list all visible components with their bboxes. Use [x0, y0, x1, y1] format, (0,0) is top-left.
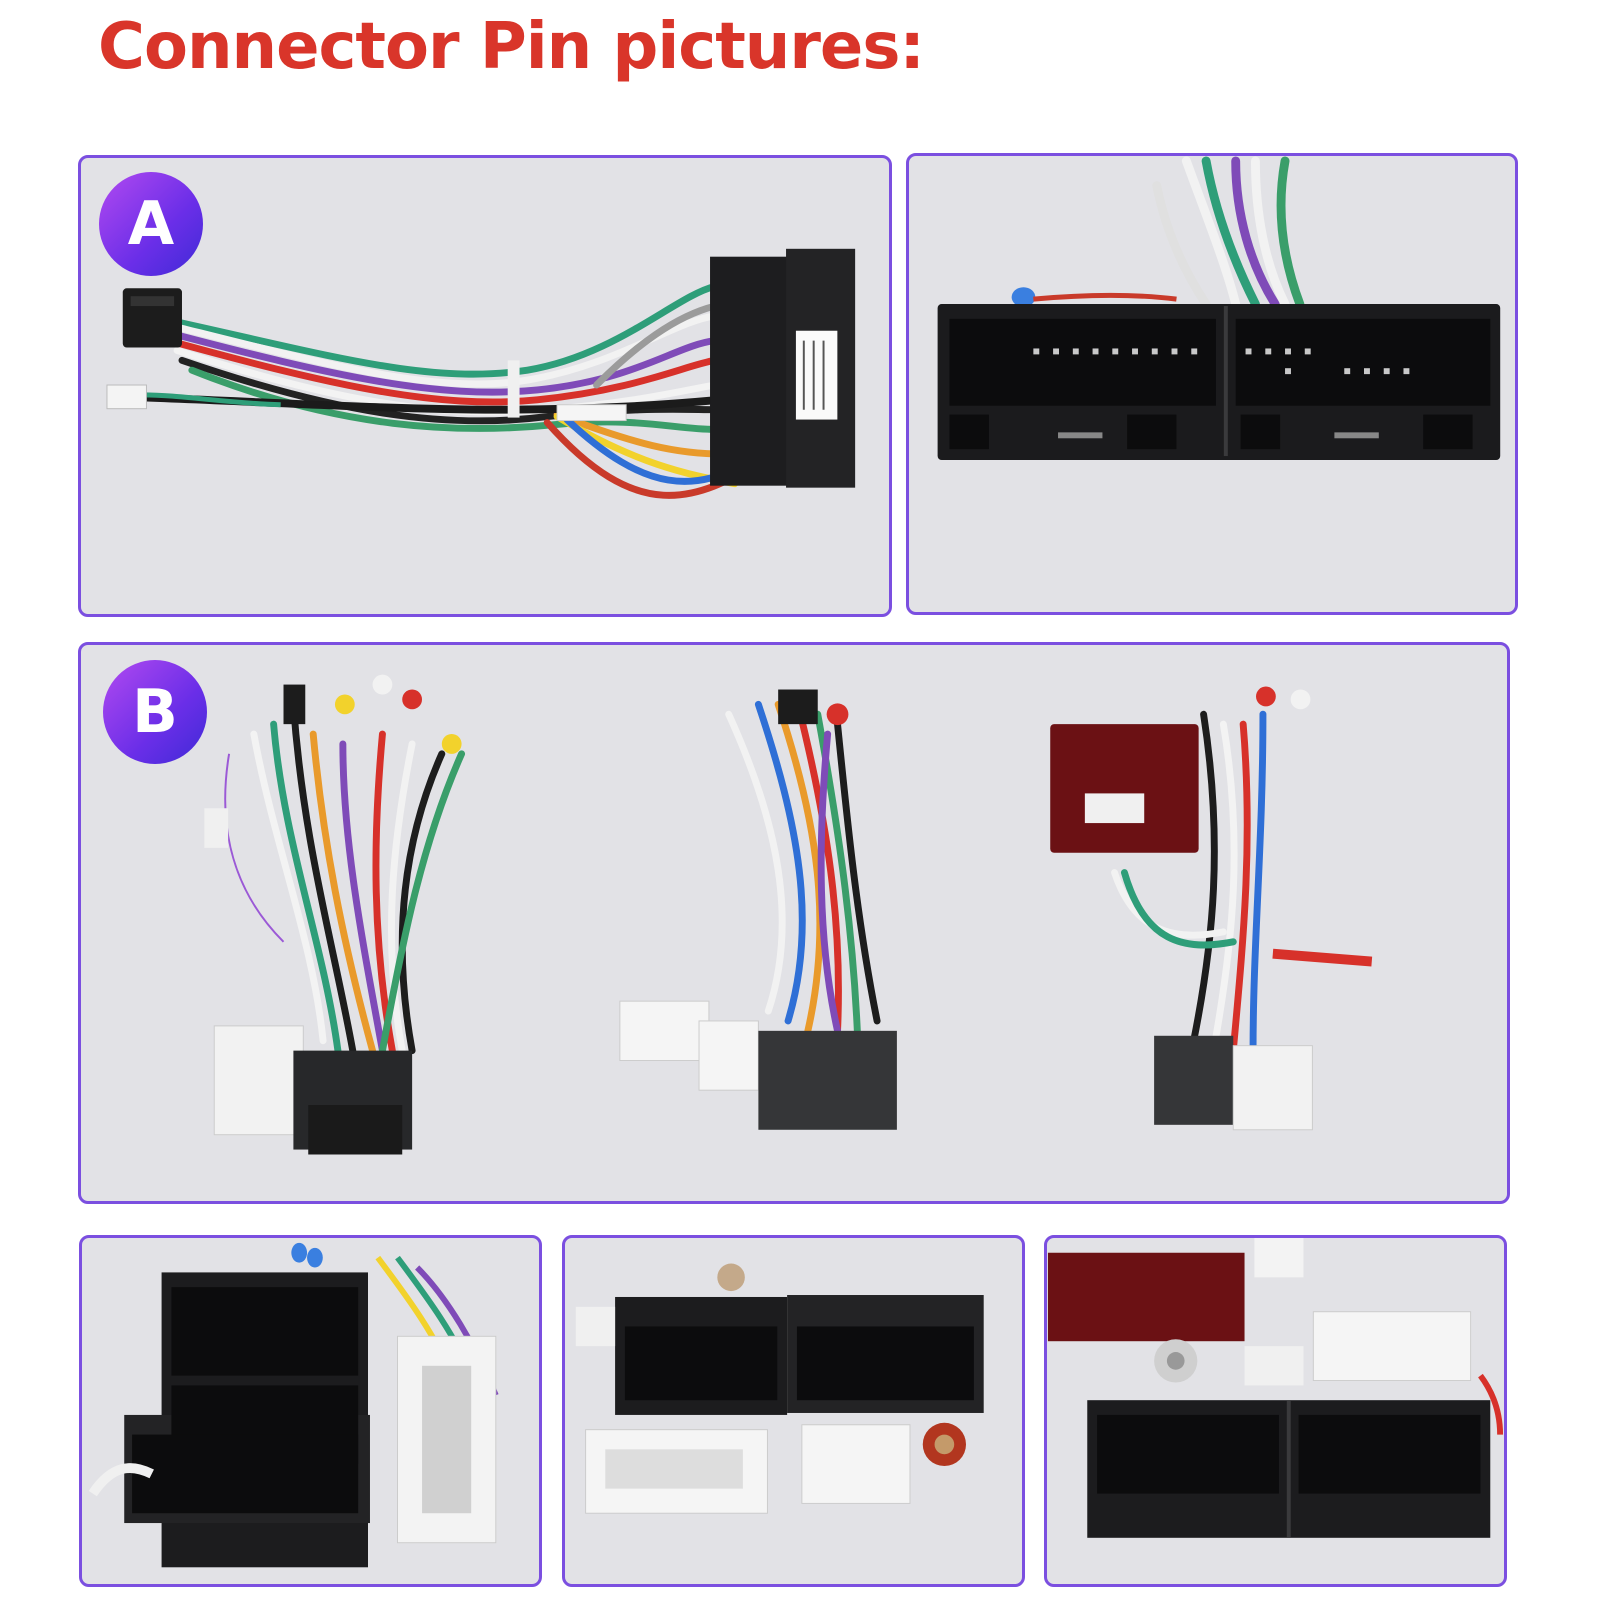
photo-panel-a-harness: A [78, 155, 892, 617]
connectors-c-photo [88, 1242, 499, 1568]
page-title: Connector Pin pictures: [98, 10, 925, 84]
harness-a-photo [106, 248, 856, 499]
photo-panel-c-connectors [79, 1235, 542, 1587]
photo-panel-e-connectors [1044, 1235, 1507, 1587]
harnesses-b-photo [204, 674, 1373, 1155]
photo-panel-a-connector-face [906, 153, 1518, 615]
photo-panel-b-harnesses: B [78, 642, 1510, 1204]
connectors-e-photo [1047, 1238, 1504, 1538]
section-b-badge: B [103, 660, 207, 764]
connectors-d-photo [575, 1263, 984, 1514]
photo-panel-d-connectors [562, 1235, 1025, 1587]
section-a-badge: A [99, 172, 203, 276]
connector-face-photo [937, 156, 1501, 460]
